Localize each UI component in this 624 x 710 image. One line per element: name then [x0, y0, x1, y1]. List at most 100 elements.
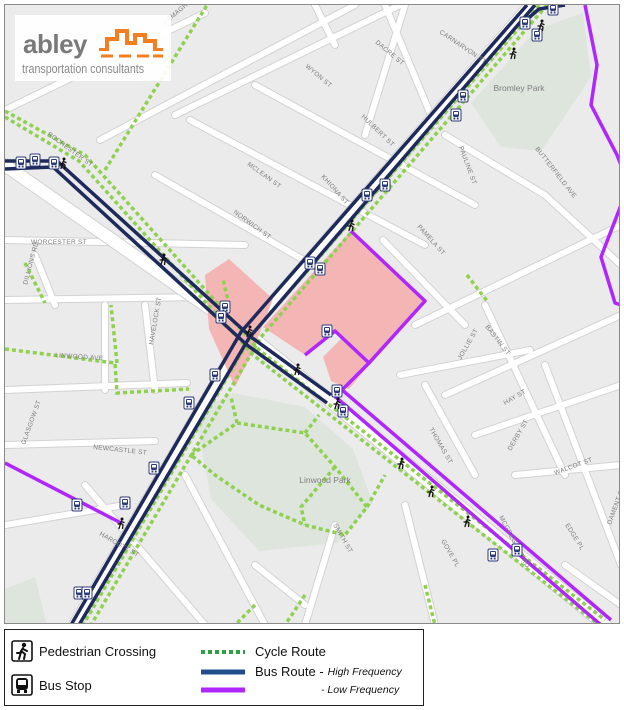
- pedestrian-crossing-icon[interactable]: [509, 47, 517, 60]
- cycle-route: [188, 421, 370, 537]
- pedestrian-crossing-icon[interactable]: [159, 253, 167, 266]
- legend-bus-route-low: - Low Frequency: [201, 684, 399, 696]
- low-frequency-route: [329, 391, 602, 623]
- street-label: WORCESTER ST: [31, 239, 87, 246]
- cycle-route: [365, 474, 387, 508]
- logo-bars-icon: [99, 29, 163, 51]
- pedestrian-crossing-icon: [11, 640, 33, 662]
- street-label: EDGE PL: [563, 522, 585, 551]
- legend-bus-stop: Bus Stop: [11, 674, 92, 696]
- bus-stop-icon[interactable]: [81, 586, 93, 600]
- bus-stop-icon[interactable]: [148, 461, 160, 475]
- bus-stop-icon[interactable]: [331, 384, 343, 398]
- map-legend: Pedestrian Crossing Bus Stop Cycle Route…: [4, 629, 424, 706]
- pedestrian-crossing-icon[interactable]: [333, 397, 341, 410]
- bus-stop-icon[interactable]: [321, 324, 333, 338]
- bus-stop-icon[interactable]: [48, 156, 60, 170]
- bus-stop-icon[interactable]: [29, 153, 41, 167]
- bus-stop-icon[interactable]: [547, 5, 559, 16]
- bus-stop-icon[interactable]: [337, 404, 349, 418]
- bus-stop-icon[interactable]: [304, 256, 316, 270]
- legend-low-frequency: - Low Frequency: [321, 684, 400, 696]
- cycle-route: [465, 273, 489, 303]
- bus-stop-icon[interactable]: [183, 396, 195, 410]
- street-label: GOVE PL: [439, 539, 460, 569]
- cycle-route: [109, 304, 119, 364]
- site-west-block: [205, 259, 273, 387]
- pedestrian-crossing-icon[interactable]: [537, 19, 545, 32]
- legend-pedestrian-label: Pedestrian Crossing: [39, 643, 157, 659]
- park-label: Bromley Park: [493, 83, 545, 93]
- cycle-route: [90, 5, 549, 623]
- legend-high-frequency: High Frequency: [327, 665, 402, 678]
- low-frequency-route: [5, 461, 122, 525]
- low-frequency-route: [583, 5, 619, 165]
- bus-stop-icon[interactable]: [531, 28, 543, 42]
- cycle-route: [5, 347, 190, 395]
- bus-stop-icon[interactable]: [215, 310, 227, 324]
- park-areas: [5, 13, 591, 623]
- legend-bus-route-label: Bus Route -: [255, 664, 324, 679]
- logo-tagline: transportation consultants: [22, 61, 145, 76]
- cycle-route: [5, 115, 600, 623]
- legend-pedestrian-crossing: Pedestrian Crossing: [11, 640, 156, 662]
- bus-route-high-swatch: [201, 669, 245, 674]
- bus-stop-icon[interactable]: [71, 498, 83, 512]
- cycle-route: [103, 5, 209, 171]
- bus-stop-icon[interactable]: [219, 300, 231, 314]
- pedestrian-crossing-icon[interactable]: [463, 515, 471, 528]
- pedestrian-crossing-icon[interactable]: [245, 325, 253, 338]
- bus-stop-icon[interactable]: [450, 108, 462, 122]
- pedestrian-crossings: [59, 19, 545, 530]
- pedestrian-crossing-icon[interactable]: [293, 363, 301, 376]
- high-frequency-route: [70, 5, 529, 623]
- bus-stop-icon[interactable]: [119, 496, 131, 510]
- logo-dashes-icon: [101, 54, 163, 58]
- bus-stop-icon[interactable]: [361, 188, 373, 202]
- bus-stop-icon[interactable]: [487, 548, 499, 562]
- pedestrian-crossing-icon[interactable]: [427, 485, 435, 498]
- abley-logo: abley transportation consultants: [15, 15, 171, 81]
- cycle-route: [234, 603, 257, 623]
- bus-stop-icon[interactable]: [379, 178, 391, 192]
- bromley-park-area: [471, 13, 591, 151]
- legend-bus-stop-label: Bus Stop: [39, 677, 92, 693]
- cycle-route: [229, 396, 239, 424]
- bus-route-low-swatch: [201, 687, 245, 693]
- legend-bus-route-high: Bus Route - High Frequency: [201, 664, 402, 679]
- street-label: DAMENT ST: [606, 486, 620, 526]
- street-label: GLASGOW ST: [20, 399, 43, 445]
- low-frequency-route: [599, 205, 619, 307]
- low-frequency-route: [303, 329, 371, 399]
- legend-cycle-label: Cycle Route: [255, 644, 326, 659]
- park-labels: Bromley Park Linwood Park: [299, 83, 545, 485]
- pedestrian-crossing-icon[interactable]: [117, 517, 125, 530]
- pedestrian-crossing-icon[interactable]: [347, 219, 355, 232]
- legend-cycle-route: Cycle Route: [201, 644, 326, 659]
- bus-routes-low-frequency: [5, 5, 619, 623]
- cycle-route: [5, 109, 607, 622]
- street-label: WYON ST: [304, 63, 333, 89]
- street-label: HAY ST: [503, 388, 528, 406]
- bus-stop-icon[interactable]: [511, 543, 523, 557]
- bus-stop-icon[interactable]: [209, 368, 221, 382]
- bus-stop-icon[interactable]: [314, 262, 326, 276]
- street-label: JOLLIE ST: [457, 328, 480, 361]
- park-corner-area: [5, 577, 47, 623]
- pedestrian-crossing-icon[interactable]: [59, 157, 67, 170]
- bus-stop-icon[interactable]: [15, 156, 27, 170]
- bus-stops: [15, 5, 559, 600]
- cycle-route: [221, 278, 231, 306]
- street-label: NEWCASTLE ST: [93, 444, 148, 457]
- bus-stop-icon[interactable]: [519, 16, 531, 30]
- cycle-route-swatch: [201, 649, 245, 654]
- bus-stop-icon[interactable]: [457, 89, 469, 103]
- street-label: LINWOOD AVE: [55, 352, 104, 362]
- high-frequency-route: [5, 165, 329, 405]
- linwood-park-area: [195, 393, 373, 551]
- pedestrian-crossing-icon[interactable]: [397, 457, 405, 470]
- low-frequency-route: [349, 229, 427, 365]
- high-frequency-route: [78, 5, 537, 623]
